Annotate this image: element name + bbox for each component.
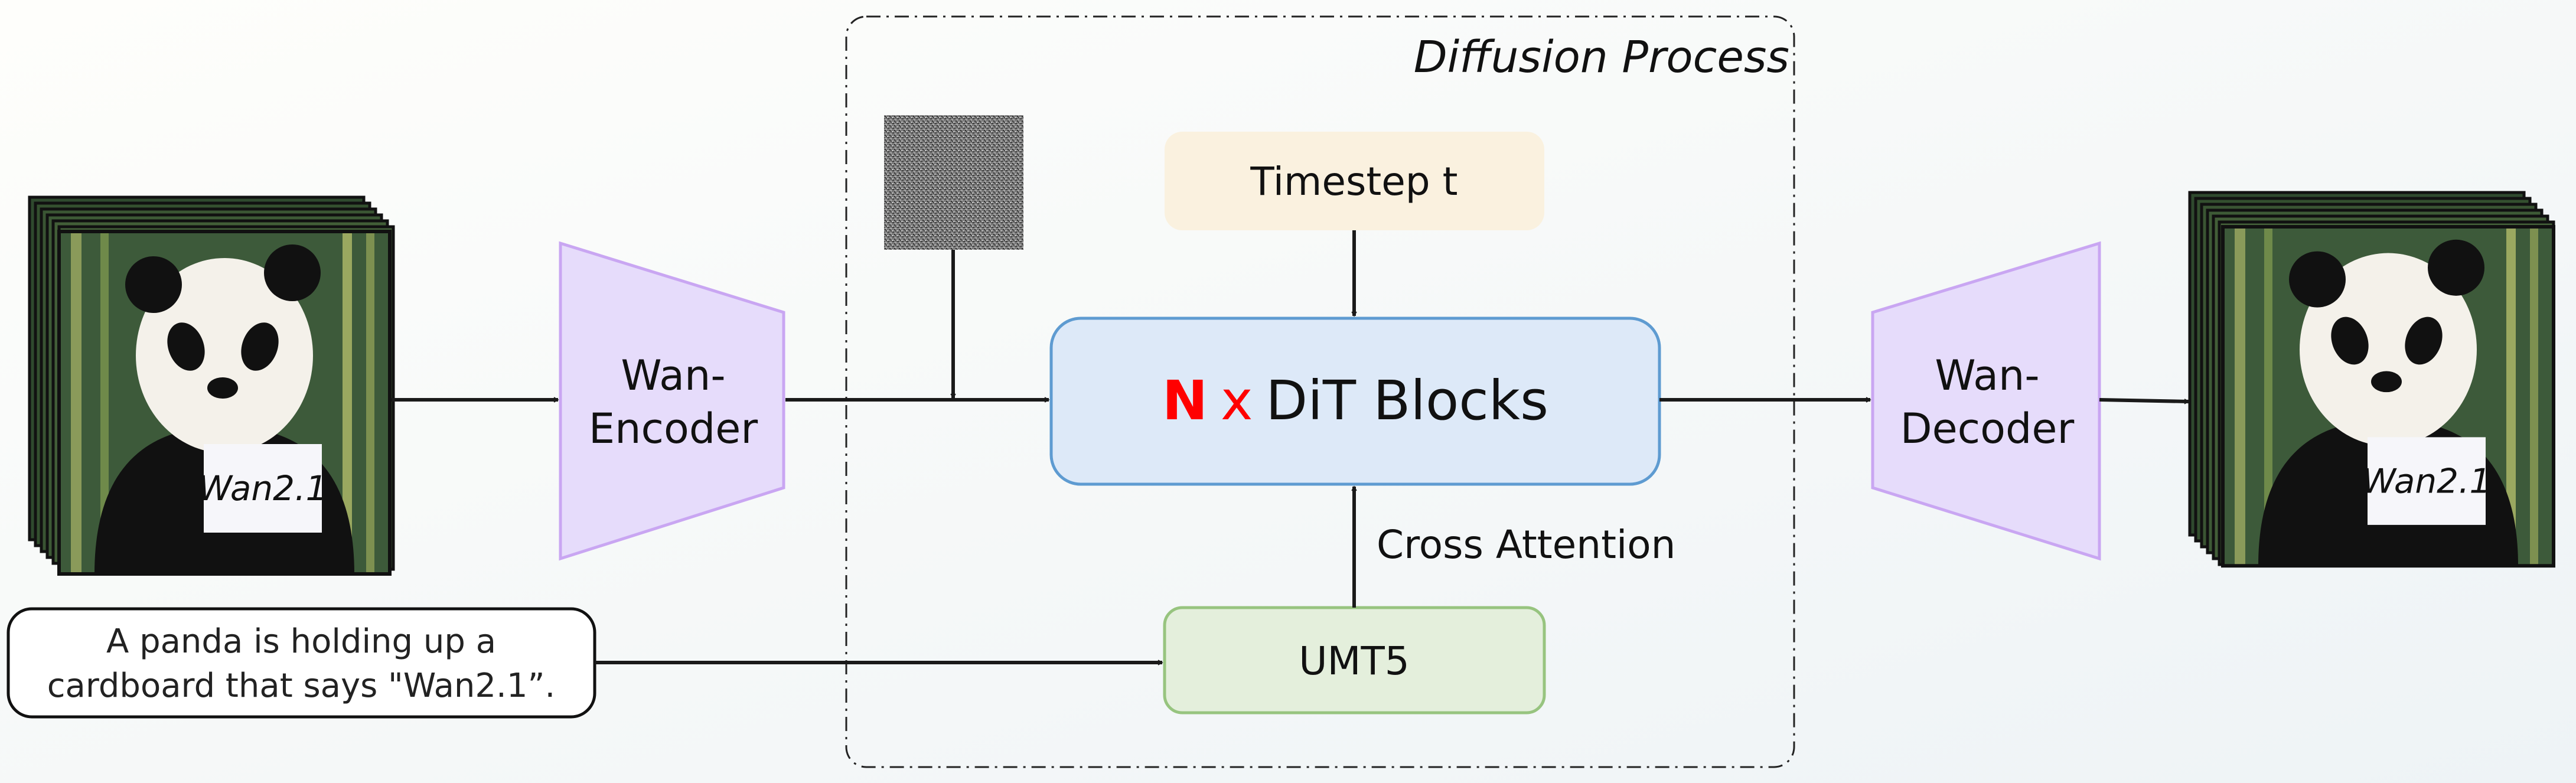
arrow-decoder-to-video	[2099, 398, 2190, 404]
prompt-line1: A panda is holding up a	[106, 622, 496, 661]
decoder-label-line1: Wan-	[1935, 351, 2039, 400]
dit-label: DiT Blocks	[1266, 369, 1548, 432]
output-video-frames: Wan2.1	[2188, 191, 2555, 568]
panda-image: Wan2.1	[57, 230, 392, 576]
dit-count: N	[1162, 369, 1208, 432]
input-video-frames: Wan2.1	[28, 195, 395, 576]
dit-times: x	[1221, 369, 1253, 432]
panda-image-output: Wan2.1	[2221, 225, 2555, 568]
prompt-line2: cardboard that says "Wan2.1”.	[47, 667, 556, 705]
cross-attention-label: Cross Attention	[1377, 522, 1676, 567]
encoder-label-line1: Wan-	[621, 351, 725, 400]
sign-text: Wan2.1	[198, 468, 328, 508]
sign-text-output: Wan2.1	[2362, 461, 2492, 501]
timestep-box	[1165, 132, 1544, 230]
timestep-label: Timestep t	[1250, 159, 1457, 204]
diffusion-process-label: Diffusion Process	[1414, 32, 1789, 83]
diffusion-process-region	[845, 15, 1795, 768]
wan-decoder	[1871, 241, 2101, 561]
umt5-label: UMT5	[1299, 638, 1410, 684]
wan-encoder	[559, 241, 785, 561]
encoder-label-line2: Encoder	[589, 404, 758, 453]
decoder-label-line2: Decoder	[1900, 404, 2075, 453]
noise-image	[884, 115, 1023, 250]
